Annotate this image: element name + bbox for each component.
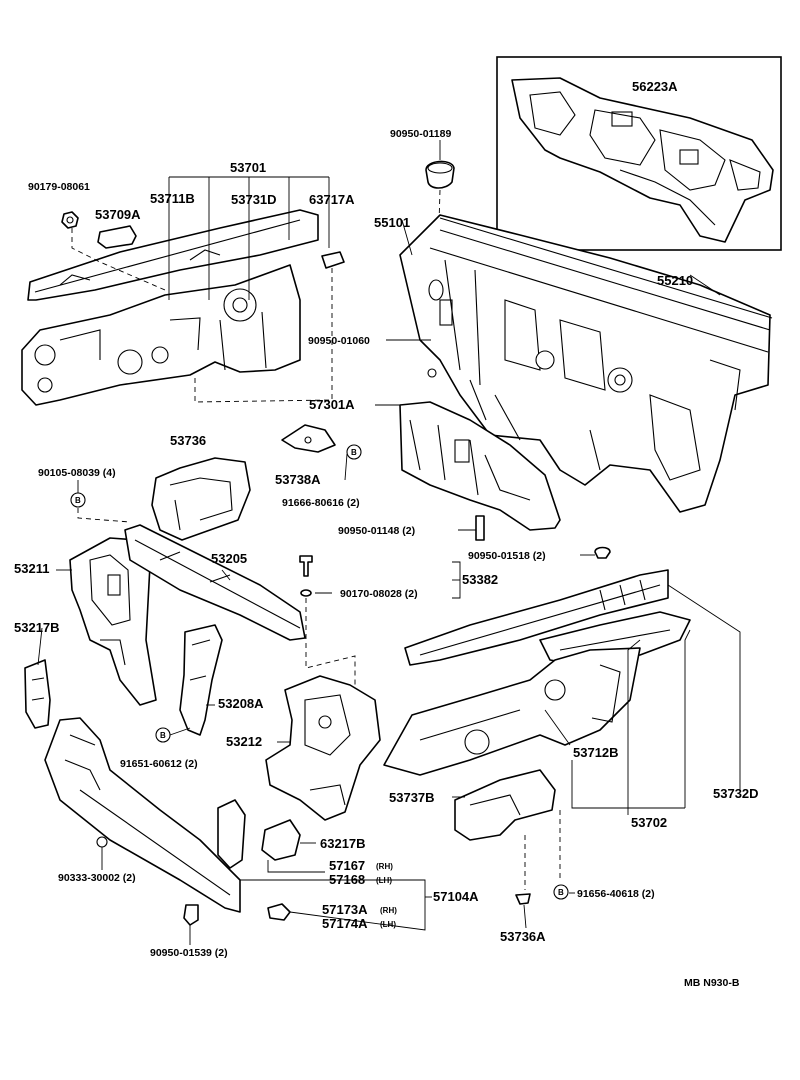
label-91666-80616: 91666-80616 (2) <box>282 497 360 509</box>
part-labels: 56223A 90950-01189 55101 55210 90950-010… <box>14 79 759 989</box>
label-91651-60612: 91651-60612 (2) <box>120 758 198 770</box>
label-55101: 55101 <box>374 215 410 230</box>
label-53208A: 53208A <box>218 696 264 711</box>
label-lh-2: (LH) <box>380 920 396 929</box>
b-mark: B <box>75 496 81 505</box>
label-91656-40618: 91656-40618 (2) <box>577 888 655 900</box>
bracket-57167 <box>217 799 246 869</box>
label-56223A: 56223A <box>632 79 678 94</box>
radiator-support-upper-part <box>124 524 306 641</box>
clip-53709A <box>97 225 137 249</box>
b-mark: B <box>351 448 357 457</box>
leader-lines <box>37 140 741 945</box>
bracket-53701 <box>168 176 330 300</box>
fender-apron-upper-part <box>404 569 669 666</box>
leader-dash <box>77 508 131 523</box>
bolt-mark-b4: B <box>553 884 569 900</box>
fender-apron-lower-part <box>383 647 641 776</box>
label-53205: 53205 <box>211 551 247 566</box>
label-90333-30002: 90333-30002 (2) <box>58 872 136 884</box>
label-53701: 53701 <box>230 160 266 175</box>
bolt-mark-b1: B <box>346 444 362 460</box>
bolt-53382 <box>299 555 313 597</box>
label-90105-08039: 90105-08039 (4) <box>38 467 116 479</box>
label-63217B: 63217B <box>320 836 366 851</box>
b-mark: B <box>558 888 564 897</box>
support-53208A <box>179 624 223 736</box>
headlamp-support-53212 <box>265 675 381 821</box>
label-57167: 57167 <box>329 858 365 873</box>
label-90179-08061: 90179-08061 <box>28 181 90 193</box>
drawing-code: MB N930-B <box>684 977 740 989</box>
label-90950-01148: 90950-01148 (2) <box>338 525 415 537</box>
cowl-side-part <box>399 401 561 531</box>
hole-90333 <box>96 836 108 848</box>
bracket-63217B-part <box>261 819 301 861</box>
b-mark: B <box>160 731 166 740</box>
label-90950-01189: 90950-01189 <box>390 128 451 140</box>
apron-upper-part <box>21 264 301 406</box>
label-57174A: 57174A <box>322 916 368 931</box>
dash-panel-part <box>399 214 773 513</box>
label-57168: 57168 <box>329 872 365 887</box>
label-90950-01539: 90950-01539 (2) <box>150 947 228 959</box>
label-53732D: 53732D <box>713 786 759 801</box>
label-53709A: 53709A <box>95 207 141 222</box>
label-53736: 53736 <box>170 433 206 448</box>
label-55210: 55210 <box>657 273 693 288</box>
label-53211: 53211 <box>14 561 49 576</box>
leader-dash <box>71 228 166 291</box>
label-53382: 53382 <box>462 572 498 587</box>
label-rh-1: (RH) <box>376 862 393 871</box>
label-rh-2: (RH) <box>380 906 397 915</box>
cowl-top-part <box>27 209 319 301</box>
inset-frame <box>496 56 782 251</box>
plug-90950-01518 <box>594 546 611 559</box>
bracket-53738A <box>281 424 336 453</box>
label-53217B-left: 53217B <box>14 620 60 635</box>
leader-dash <box>305 598 356 690</box>
label-57301A: 57301A <box>309 397 355 412</box>
label-53702: 53702 <box>631 815 667 830</box>
label-57173A: 57173A <box>322 902 368 917</box>
label-90170-08028: 90170-08028 (2) <box>340 588 418 600</box>
clip-53736A <box>515 893 531 905</box>
label-53711B: 53711B <box>150 191 195 206</box>
label-53731D: 53731D <box>231 192 277 207</box>
radiator-support-lower-part <box>44 717 241 913</box>
label-53738A: 53738A <box>275 472 321 487</box>
cap-90950-01189 <box>425 160 455 189</box>
label-63717A: 63717A <box>309 192 355 207</box>
label-90950-01518: 90950-01518 (2) <box>468 550 546 562</box>
bolt-90950-01539 <box>183 904 199 926</box>
splash-shield-53736 <box>151 457 251 541</box>
bolt-mark-b2: B <box>70 492 86 508</box>
nut-90179-08061 <box>61 211 79 229</box>
label-lh-1: (LH) <box>376 876 392 885</box>
bolt-mark-b3: B <box>155 727 171 743</box>
dash-insulator-part <box>511 77 774 243</box>
label-57104A: 57104A <box>433 889 479 904</box>
splash-shield-53737B <box>454 769 556 841</box>
bolt-90950-01148 <box>475 515 485 541</box>
label-53736A: 53736A <box>500 929 546 944</box>
clip-57173A <box>267 903 291 921</box>
brace-53217B-left <box>24 659 51 729</box>
clip-63717A <box>321 251 345 269</box>
label-53737B: 53737B <box>389 790 435 805</box>
label-90950-01060: 90950-01060 <box>308 335 370 347</box>
label-53712B: 53712B <box>573 745 619 760</box>
label-53212: 53212 <box>226 734 262 749</box>
leader-dash <box>194 268 333 403</box>
